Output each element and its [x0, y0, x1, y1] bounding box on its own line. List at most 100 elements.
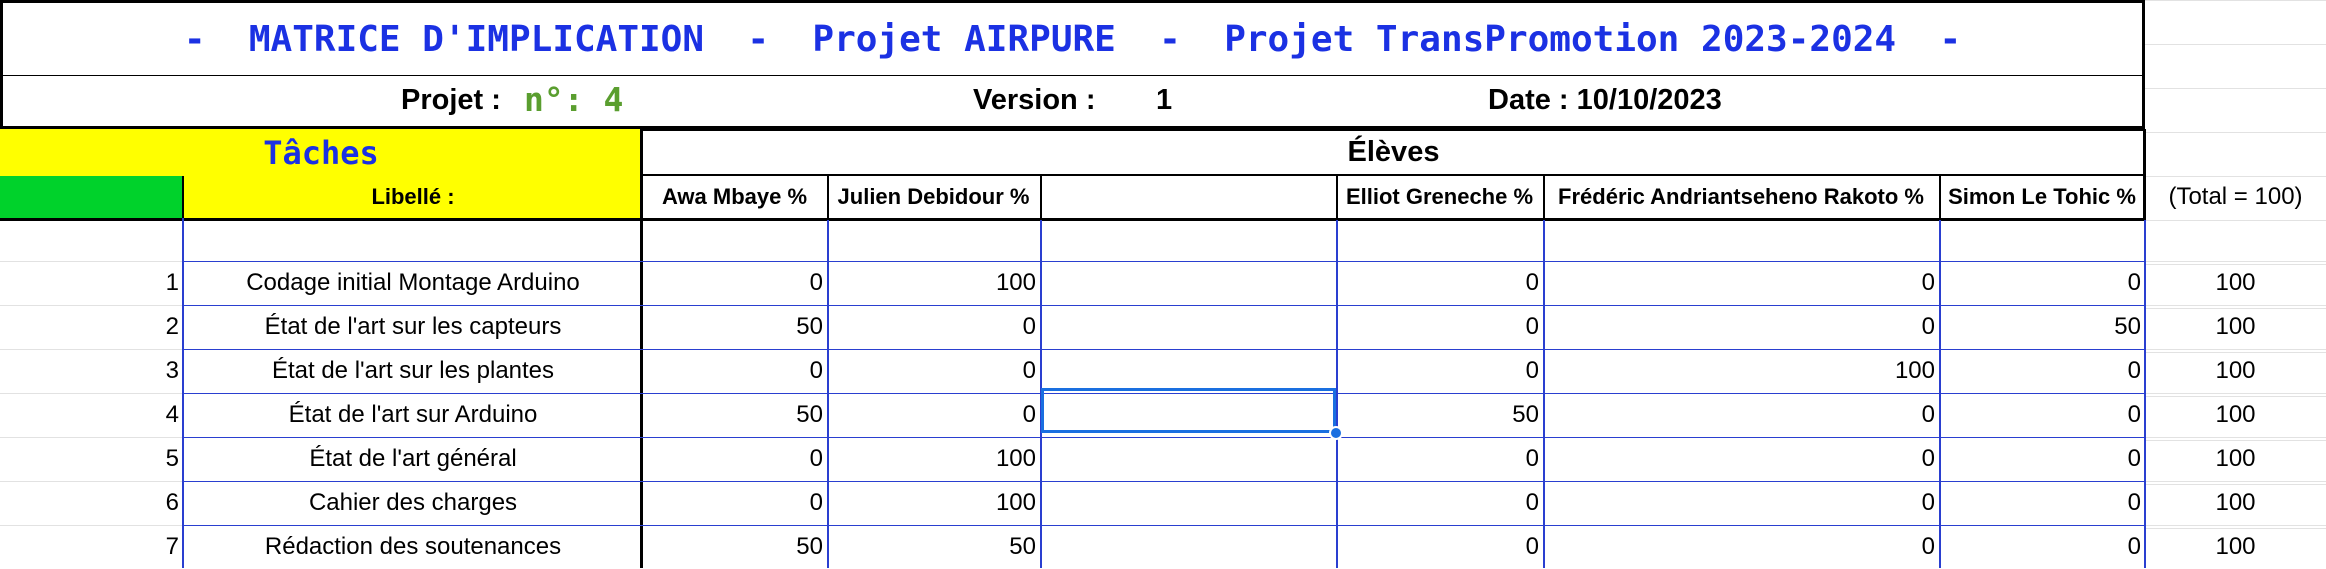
percentage-cell[interactable]: 0: [2127, 357, 2141, 384]
row-total[interactable]: 100: [2215, 269, 2256, 296]
info-row: Projet : n°: 4 Version : 1 Date : 10/10/…: [0, 76, 2145, 129]
tasks-right-border: [640, 129, 643, 568]
gridline: [2145, 484, 2326, 485]
percentage-cell[interactable]: 0: [1525, 445, 1539, 472]
blue-hline: [642, 525, 2145, 526]
task-label[interactable]: État de l'art sur Arduino: [288, 401, 538, 428]
percentage-cell[interactable]: 0: [809, 357, 823, 384]
gridline: [2145, 176, 2326, 177]
row-total[interactable]: 100: [2215, 445, 2256, 472]
row-number[interactable]: 4: [165, 401, 179, 428]
student-column-header[interactable]: Julien Debidour %: [827, 176, 1040, 218]
gridline: [2145, 88, 2326, 89]
blue-hline: [182, 437, 642, 438]
student-column-header[interactable]: Simon Le Tohic %: [1939, 176, 2145, 218]
total-header-label: (Total = 100): [2168, 183, 2303, 210]
percentage-cell[interactable]: 0: [1525, 489, 1539, 516]
percentage-cell[interactable]: 100: [995, 489, 1036, 516]
row-number[interactable]: 5: [165, 445, 179, 472]
green-cell[interactable]: [0, 176, 182, 218]
percentage-cell[interactable]: 0: [1921, 489, 1935, 516]
row-number[interactable]: 2: [165, 313, 179, 340]
task-label[interactable]: Rédaction des soutenances: [264, 533, 562, 560]
task-label[interactable]: État de l'art sur les plantes: [271, 357, 555, 384]
percentage-cell[interactable]: 50: [2114, 313, 2141, 340]
task-label[interactable]: Codage initial Montage Arduino: [246, 269, 580, 296]
percentage-cell[interactable]: 0: [1022, 313, 1036, 340]
student-column-header[interactable]: [1040, 176, 1336, 218]
percentage-cell[interactable]: [1040, 305, 1336, 349]
percentage-cell[interactable]: 0: [1921, 313, 1935, 340]
blue-vline: [827, 220, 829, 568]
libelle-header[interactable]: Libellé :: [184, 176, 642, 218]
row-total[interactable]: 100: [2215, 533, 2256, 560]
percentage-cell[interactable]: 0: [1525, 533, 1539, 560]
percentage-cell[interactable]: 50: [1009, 533, 1036, 560]
header-col-separator: [827, 176, 829, 220]
percentage-cell[interactable]: [1040, 437, 1336, 481]
blue-vline: [2144, 220, 2146, 568]
selected-cell-outline[interactable]: [1041, 388, 1336, 433]
gridline: [2145, 528, 2326, 529]
percentage-cell[interactable]: 0: [2127, 269, 2141, 296]
row-number[interactable]: 1: [165, 269, 179, 296]
task-label[interactable]: État de l'art sur les capteurs: [264, 313, 562, 340]
total-header[interactable]: (Total = 100): [2145, 176, 2326, 218]
student-name: Simon Le Tohic %: [1948, 184, 2136, 209]
row-total[interactable]: 100: [2215, 313, 2256, 340]
task-label[interactable]: État de l'art général: [309, 445, 517, 472]
percentage-cell[interactable]: 0: [1525, 357, 1539, 384]
percentage-cell[interactable]: 0: [1921, 533, 1935, 560]
percentage-cell[interactable]: [1040, 525, 1336, 569]
page-title: - MATRICE D'IMPLICATION - Projet AIRPURE…: [183, 18, 1962, 60]
version-label: Version :: [973, 84, 1096, 116]
eleves-top-border: [642, 129, 2145, 131]
student-column-header[interactable]: Frédéric Andriantseheno Rakoto %: [1543, 176, 1939, 218]
percentage-cell[interactable]: 0: [809, 489, 823, 516]
percentage-cell[interactable]: 0: [1525, 269, 1539, 296]
selection-fill-handle[interactable]: [1329, 426, 1343, 440]
eleves-header: Élèves: [642, 129, 2145, 176]
title-banner: - MATRICE D'IMPLICATION - Projet AIRPURE…: [0, 0, 2145, 78]
row-total[interactable]: 100: [2215, 357, 2256, 384]
blue-hline: [182, 481, 642, 482]
percentage-cell[interactable]: 0: [809, 445, 823, 472]
row-number[interactable]: 6: [165, 489, 179, 516]
percentage-cell[interactable]: 100: [995, 445, 1036, 472]
row-number[interactable]: 3: [165, 357, 179, 384]
row-total[interactable]: 100: [2215, 401, 2256, 428]
gridline: [2145, 132, 2326, 133]
blue-vline: [1939, 220, 1941, 568]
student-column-header[interactable]: Awa Mbaye %: [642, 176, 827, 218]
percentage-cell[interactable]: 50: [796, 313, 823, 340]
percentage-cell[interactable]: 50: [1512, 401, 1539, 428]
percentage-cell[interactable]: 0: [1525, 313, 1539, 340]
row-total[interactable]: 100: [2215, 489, 2256, 516]
percentage-cell[interactable]: 0: [1921, 445, 1935, 472]
percentage-cell[interactable]: 100: [1894, 357, 1935, 384]
percentage-cell[interactable]: 0: [2127, 401, 2141, 428]
projet-number: n°: 4: [524, 80, 624, 119]
percentage-cell[interactable]: 0: [1921, 269, 1935, 296]
percentage-cell[interactable]: 0: [2127, 533, 2141, 560]
task-label[interactable]: Cahier des charges: [308, 489, 518, 516]
header-bottom-border: [0, 218, 2145, 221]
gridline: [2145, 440, 2326, 441]
percentage-cell[interactable]: 50: [796, 533, 823, 560]
percentage-cell[interactable]: [1040, 349, 1336, 393]
percentage-cell[interactable]: [1040, 481, 1336, 525]
student-column-header[interactable]: Elliot Greneche %: [1336, 176, 1543, 218]
percentage-cell[interactable]: 100: [995, 269, 1036, 296]
blue-hline: [182, 305, 642, 306]
blue-hline: [182, 261, 642, 262]
blue-hline: [642, 305, 2145, 306]
percentage-cell[interactable]: [1040, 261, 1336, 305]
row-number[interactable]: 7: [165, 533, 179, 560]
percentage-cell[interactable]: 0: [2127, 445, 2141, 472]
percentage-cell[interactable]: 0: [809, 269, 823, 296]
percentage-cell[interactable]: 0: [1022, 357, 1036, 384]
percentage-cell[interactable]: 0: [1921, 401, 1935, 428]
percentage-cell[interactable]: 0: [1022, 401, 1036, 428]
percentage-cell[interactable]: 50: [796, 401, 823, 428]
percentage-cell[interactable]: 0: [2127, 489, 2141, 516]
